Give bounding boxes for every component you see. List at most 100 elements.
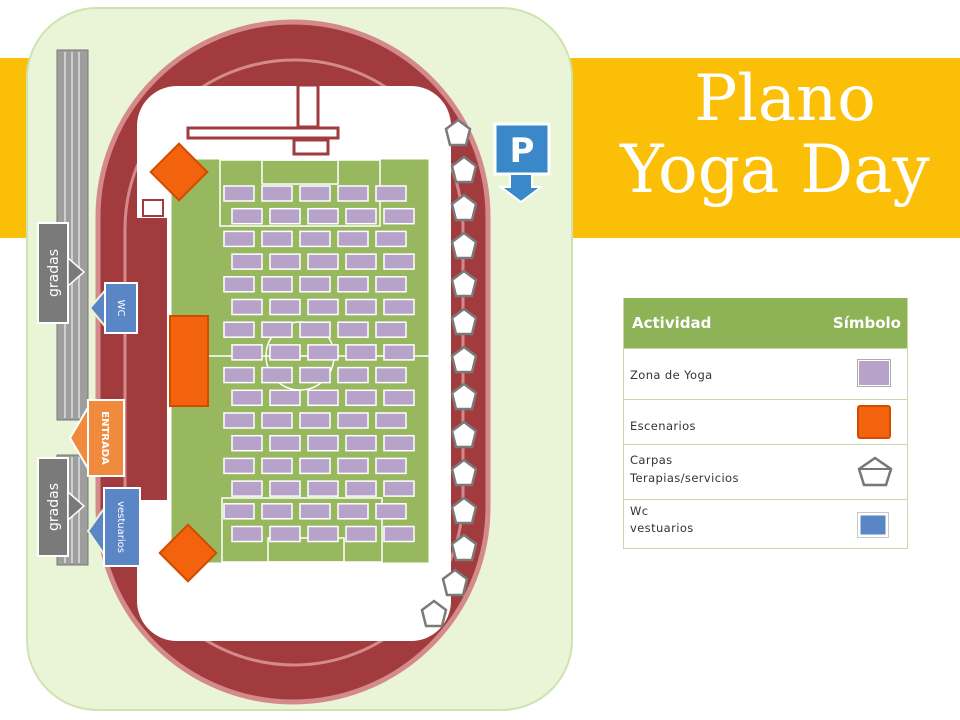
yoga-mat: [375, 276, 407, 293]
yoga-mat: [223, 185, 255, 202]
yoga-mat: [223, 503, 255, 520]
yoga-mat: [383, 344, 415, 361]
yoga-mat: [375, 366, 407, 384]
gradas-label-bottom: gradas: [46, 483, 62, 531]
yoga-mat: [261, 457, 293, 475]
legend-row-label: Escenarios: [630, 419, 696, 433]
legend-row-label: Carpas: [630, 453, 673, 467]
yoga-mat: [383, 480, 415, 497]
yoga-mat: [231, 298, 263, 316]
page-title: Plano Yoga Day: [560, 55, 960, 245]
tent: [450, 458, 478, 487]
title-line-2: Yoga Day: [620, 131, 930, 208]
yoga-mat: [337, 321, 369, 338]
yoga-mat: [345, 207, 377, 225]
tribune-step: [292, 138, 330, 156]
yoga-mat: [307, 434, 339, 452]
entrance-label: ENTRADA: [99, 411, 110, 465]
vestuarios-marker: vestuarios: [86, 487, 141, 567]
yoga-zone: [223, 185, 415, 543]
tent: [450, 155, 478, 184]
legend-header: Actividad Símbolo: [624, 298, 907, 348]
tent: [444, 118, 472, 147]
legend-row-tent: Carpas Terapias/servicios: [624, 444, 907, 499]
title-banner: [555, 58, 960, 238]
yoga-mat: [383, 525, 415, 543]
gradas-label-bottom-box: gradas: [37, 457, 86, 557]
yoga-mat: [269, 344, 301, 361]
yoga-mat: [307, 480, 339, 497]
legend-row-label: Wc: [630, 504, 649, 518]
tent: [450, 269, 478, 298]
tent: [450, 382, 478, 411]
tent: [450, 345, 478, 374]
yoga-mat: [337, 412, 369, 429]
yoga-mat: [345, 480, 377, 497]
yoga-mat: [299, 321, 331, 338]
yoga-mat: [223, 412, 255, 429]
yoga-mat: [231, 253, 263, 270]
yoga-mat: [299, 412, 331, 429]
title-line-1: Plano: [694, 62, 876, 136]
legend-col-symbol: Símbolo: [832, 314, 901, 332]
parking-marker[interactable]: P: [493, 122, 551, 204]
yoga-mat: [231, 207, 263, 225]
legend-row-label-2: Terapias/servicios: [630, 471, 739, 485]
yoga-mat: [375, 412, 407, 429]
yoga-mat: [299, 503, 331, 520]
yoga-mat: [231, 525, 263, 543]
yoga-mat: [261, 503, 293, 520]
yoga-mat: [299, 366, 331, 384]
yoga-mat: [337, 457, 369, 475]
tent-icon: [857, 456, 893, 487]
wc-label: WC: [115, 300, 126, 317]
vestuarios-label: vestuarios: [115, 501, 126, 553]
yoga-mat: [299, 457, 331, 475]
tent-row: [420, 118, 478, 628]
legend-col-activity: Actividad: [632, 314, 712, 332]
yoga-mat: [261, 230, 293, 248]
yoga-mat: [345, 344, 377, 361]
tent: [450, 307, 478, 336]
yoga-mat: [261, 412, 293, 429]
yoga-mat: [299, 185, 331, 202]
legend-row-stage: Escenarios: [624, 399, 907, 444]
yoga-mat: [345, 525, 377, 543]
yoga-mat: [337, 503, 369, 520]
yoga-mat: [231, 389, 263, 407]
long-jump-pit: [142, 199, 164, 217]
yoga-mat: [307, 253, 339, 270]
yoga-mat: [375, 185, 407, 202]
legend-row-yoga: Zona de Yoga: [624, 348, 907, 399]
yoga-mat: [375, 503, 407, 520]
stage-bottom: [158, 523, 218, 583]
legend-row-label-2: vestuarios: [630, 521, 694, 535]
yoga-mat: [383, 207, 415, 225]
gradas-label-top-box: gradas: [37, 222, 86, 324]
stage-top: [149, 142, 209, 202]
yoga-mat: [269, 207, 301, 225]
yoga-mat: [223, 230, 255, 248]
yoga-mat: [231, 434, 263, 452]
title-banner-left: [0, 58, 30, 238]
tent: [450, 533, 478, 562]
yoga-mat: [383, 298, 415, 316]
legend-row-label: Zona de Yoga: [630, 368, 713, 382]
yoga-mat: [383, 389, 415, 407]
stage-center: [169, 315, 209, 407]
entrance-marker[interactable]: ENTRADA: [68, 399, 125, 477]
tent: [450, 193, 478, 222]
yoga-mat: [269, 434, 301, 452]
yoga-mat: [337, 366, 369, 384]
tent: [450, 420, 478, 449]
yoga-mat: [269, 480, 301, 497]
yoga-mat: [299, 230, 331, 248]
yoga-mat: [261, 276, 293, 293]
tower-structure: [296, 83, 320, 129]
wc-icon: [857, 512, 889, 538]
tent: [420, 599, 448, 628]
yoga-mat: [383, 253, 415, 270]
parking-label: P: [510, 131, 535, 171]
gradas-label-top: gradas: [46, 249, 62, 297]
